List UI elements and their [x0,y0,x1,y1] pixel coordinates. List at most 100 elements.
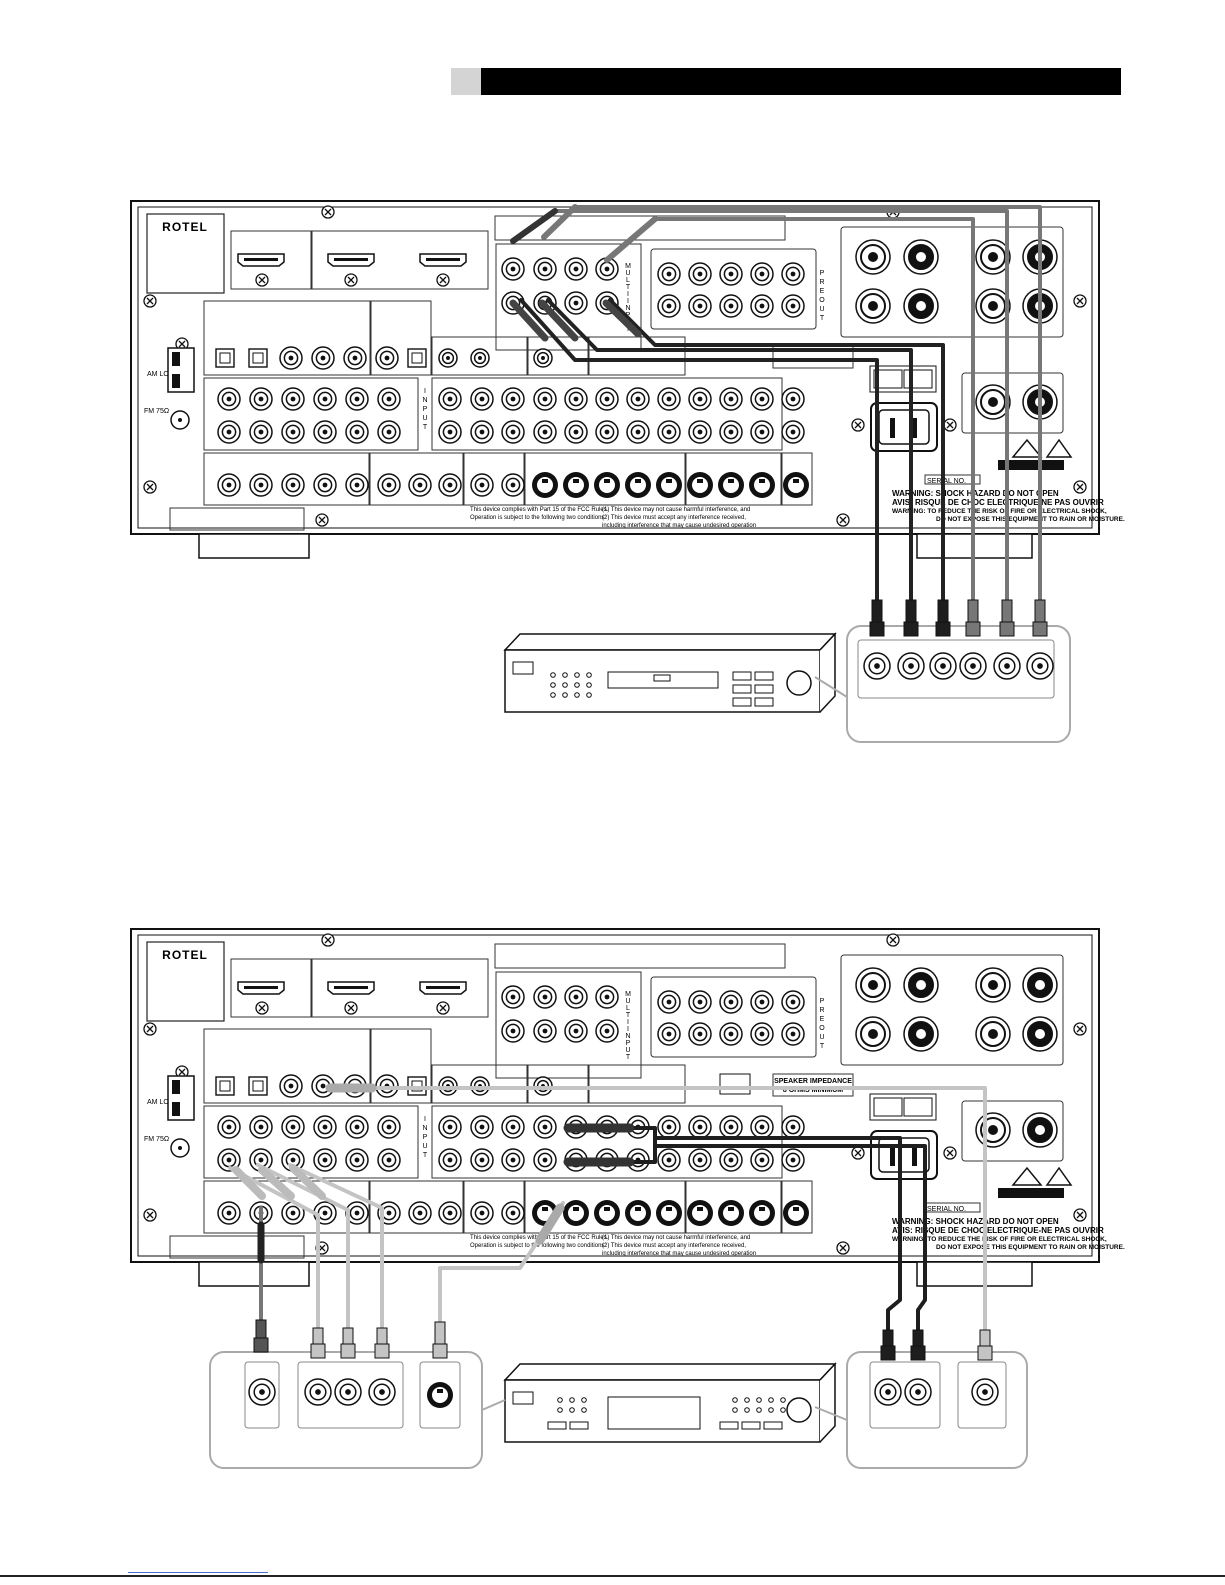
screw [943,418,957,432]
rca-jack [217,1201,241,1225]
screw [143,1022,157,1036]
fm-label-top: FM 75Ω [144,408,169,415]
rca-jack [408,1201,432,1225]
rca-jack [959,652,987,680]
screw [851,418,865,432]
svideo-jack [687,472,713,498]
button-dot [562,672,568,678]
rca-jack [313,420,337,444]
audio-outputs-callout [846,1351,1028,1469]
screw [1073,294,1087,308]
rca-jack [688,420,712,444]
rca-plug [880,1329,896,1361]
speaker-binding-post [855,288,891,324]
rca-jack [533,257,557,281]
rca-jack [719,294,743,318]
button-dot [768,1397,774,1403]
svideo-jack [749,1200,775,1226]
rca-jack [501,1019,525,1043]
rca-jack [719,1022,743,1046]
rca-jack [657,262,681,286]
button-dot [557,1407,563,1413]
svideo-jack [718,472,744,498]
optical-jack [248,348,268,368]
optical-jack [248,1076,268,1096]
rca-jack [657,387,681,411]
screw [344,273,358,287]
power-switch [873,369,903,389]
hdmi-port [419,253,467,267]
fcc-text-1-top: This device complies with Part 15 of the… [470,507,609,513]
hdmi-port [419,981,467,995]
rca-jack [719,420,743,444]
rca-jack [781,387,805,411]
rca-jack [470,348,490,368]
am-loop-terminal [167,1075,195,1121]
rca-jack [377,387,401,411]
rca-jack [993,652,1021,680]
rca-jack [217,1115,241,1139]
speaker-binding-post [855,1016,891,1052]
button-dot [557,1397,563,1403]
speaker-binding-post [903,1016,939,1052]
warning-1-bottom: WARNING: SHOCK HAZARD DO NOT OPEN [892,1217,1059,1226]
rca-jack [217,420,241,444]
am-loop-terminal [167,347,195,393]
rca-jack [281,387,305,411]
button-dot [756,1407,762,1413]
rca-jack [781,1022,805,1046]
button [547,1421,567,1430]
rca-jack [313,1148,337,1172]
rca-jack [304,1378,332,1406]
warning-2-bottom: AVIS: RISQUE DE CHOC ELECTRIQUE-NE PAS O… [892,1226,1104,1235]
rca-jack [248,1378,276,1406]
rca-jack [719,990,743,1014]
footer-link-underline [128,1572,268,1573]
rca-jack [719,1115,743,1139]
rca-jack [688,1022,712,1046]
rca-jack [688,387,712,411]
optical-jack [215,348,235,368]
rca-jack [313,387,337,411]
svideo-jack [427,1382,453,1408]
warning-2-top: AVIS: RISQUE DE CHOC ELECTRIQUE-NE PAS O… [892,498,1104,507]
button-dot [569,1407,575,1413]
screw [1073,1022,1087,1036]
rca-plug [999,599,1015,637]
rca-jack [217,1148,241,1172]
rca-jack [564,257,588,281]
rca-jack [345,473,369,497]
rca-jack [377,420,401,444]
fcc-text-2-top: Operation is subject to the following tw… [470,515,606,521]
screw [836,1241,850,1255]
power-switch [873,1097,903,1117]
screw [175,337,189,351]
dvd-player [503,632,837,713]
am-loop-label-bottom: AM LOOP [147,1099,179,1106]
av-source-device [503,1362,837,1443]
svideo-jack [625,1200,651,1226]
header-tab [451,68,481,95]
rca-jack [897,652,925,680]
svideo-jack [656,472,682,498]
button-dot [586,692,592,698]
rca-jack [249,473,273,497]
warning-3-bottom: WARNING: TO REDUCE THE RISK OF FIRE OR E… [892,1236,1107,1243]
rca-jack [595,387,619,411]
rca-jack [438,1115,462,1139]
screw [1073,480,1087,494]
rca-jack [750,1115,774,1139]
button [741,1421,761,1430]
rca-jack [279,1074,303,1098]
button [754,697,774,707]
svideo-jack [563,1200,589,1226]
speaker-binding-post [855,967,891,1003]
svideo-jack [594,472,620,498]
screw [836,513,850,527]
rca-jack [334,1378,362,1406]
speaker-binding-post [903,288,939,324]
speaker-binding-post [975,384,1011,420]
rca-jack [281,1115,305,1139]
rca-jack [657,294,681,318]
